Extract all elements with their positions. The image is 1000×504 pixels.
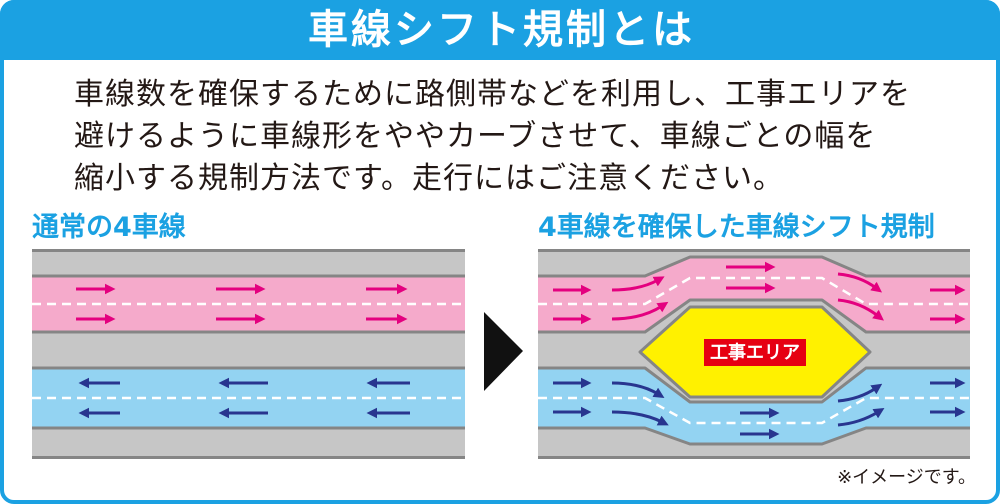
description-line: 縮小する規制方法です。走行にはご注意ください。	[74, 161, 784, 196]
traffic-arrow-shift-up-icon	[837, 408, 885, 427]
blue-traffic-arrows	[553, 377, 966, 440]
traffic-arrow-shift-up-icon	[837, 383, 883, 403]
pink-traffic-arrows	[553, 261, 966, 325]
lane-shift-label: 4車線を確保した車線シフト規制	[538, 212, 935, 243]
traffic-arrow-shift-down-icon	[611, 381, 665, 398]
traffic-arrow-shift-up-icon	[611, 276, 665, 292]
traffic-arrow-shift-down-icon	[837, 272, 883, 293]
description-line: 避けるように車線形をややカーブさせて、車線ごとの幅を	[74, 119, 877, 154]
header-bar: 車線シフト規制とは	[0, 0, 1000, 60]
description: 車線数を確保するために路側帯などを利用し、工事エリアを 避けるように車線形をやや…	[74, 74, 974, 200]
traffic-arrow-shift-down-icon	[837, 298, 884, 321]
traffic-arrow-shift-up-icon	[611, 301, 669, 321]
triangle-right-icon	[484, 312, 523, 391]
work-area-label: 工事エリア	[710, 342, 800, 364]
pink-traffic-arrows	[76, 283, 408, 325]
normal-lanes-label: 通常の4車線	[32, 212, 186, 243]
image-note: ※イメージです。	[837, 467, 976, 488]
lane-shift-diagram: 工事エリア	[538, 249, 970, 459]
work-area-label-box	[704, 339, 806, 366]
normal-lanes-diagram	[32, 249, 465, 459]
description-line: 車線数を確保するために路側帯などを利用し、工事エリアを	[74, 77, 911, 112]
page-title: 車線シフト規制とは	[308, 7, 695, 53]
traffic-arrow-shift-down-icon	[611, 410, 669, 426]
blue-traffic-arrows	[78, 377, 410, 419]
